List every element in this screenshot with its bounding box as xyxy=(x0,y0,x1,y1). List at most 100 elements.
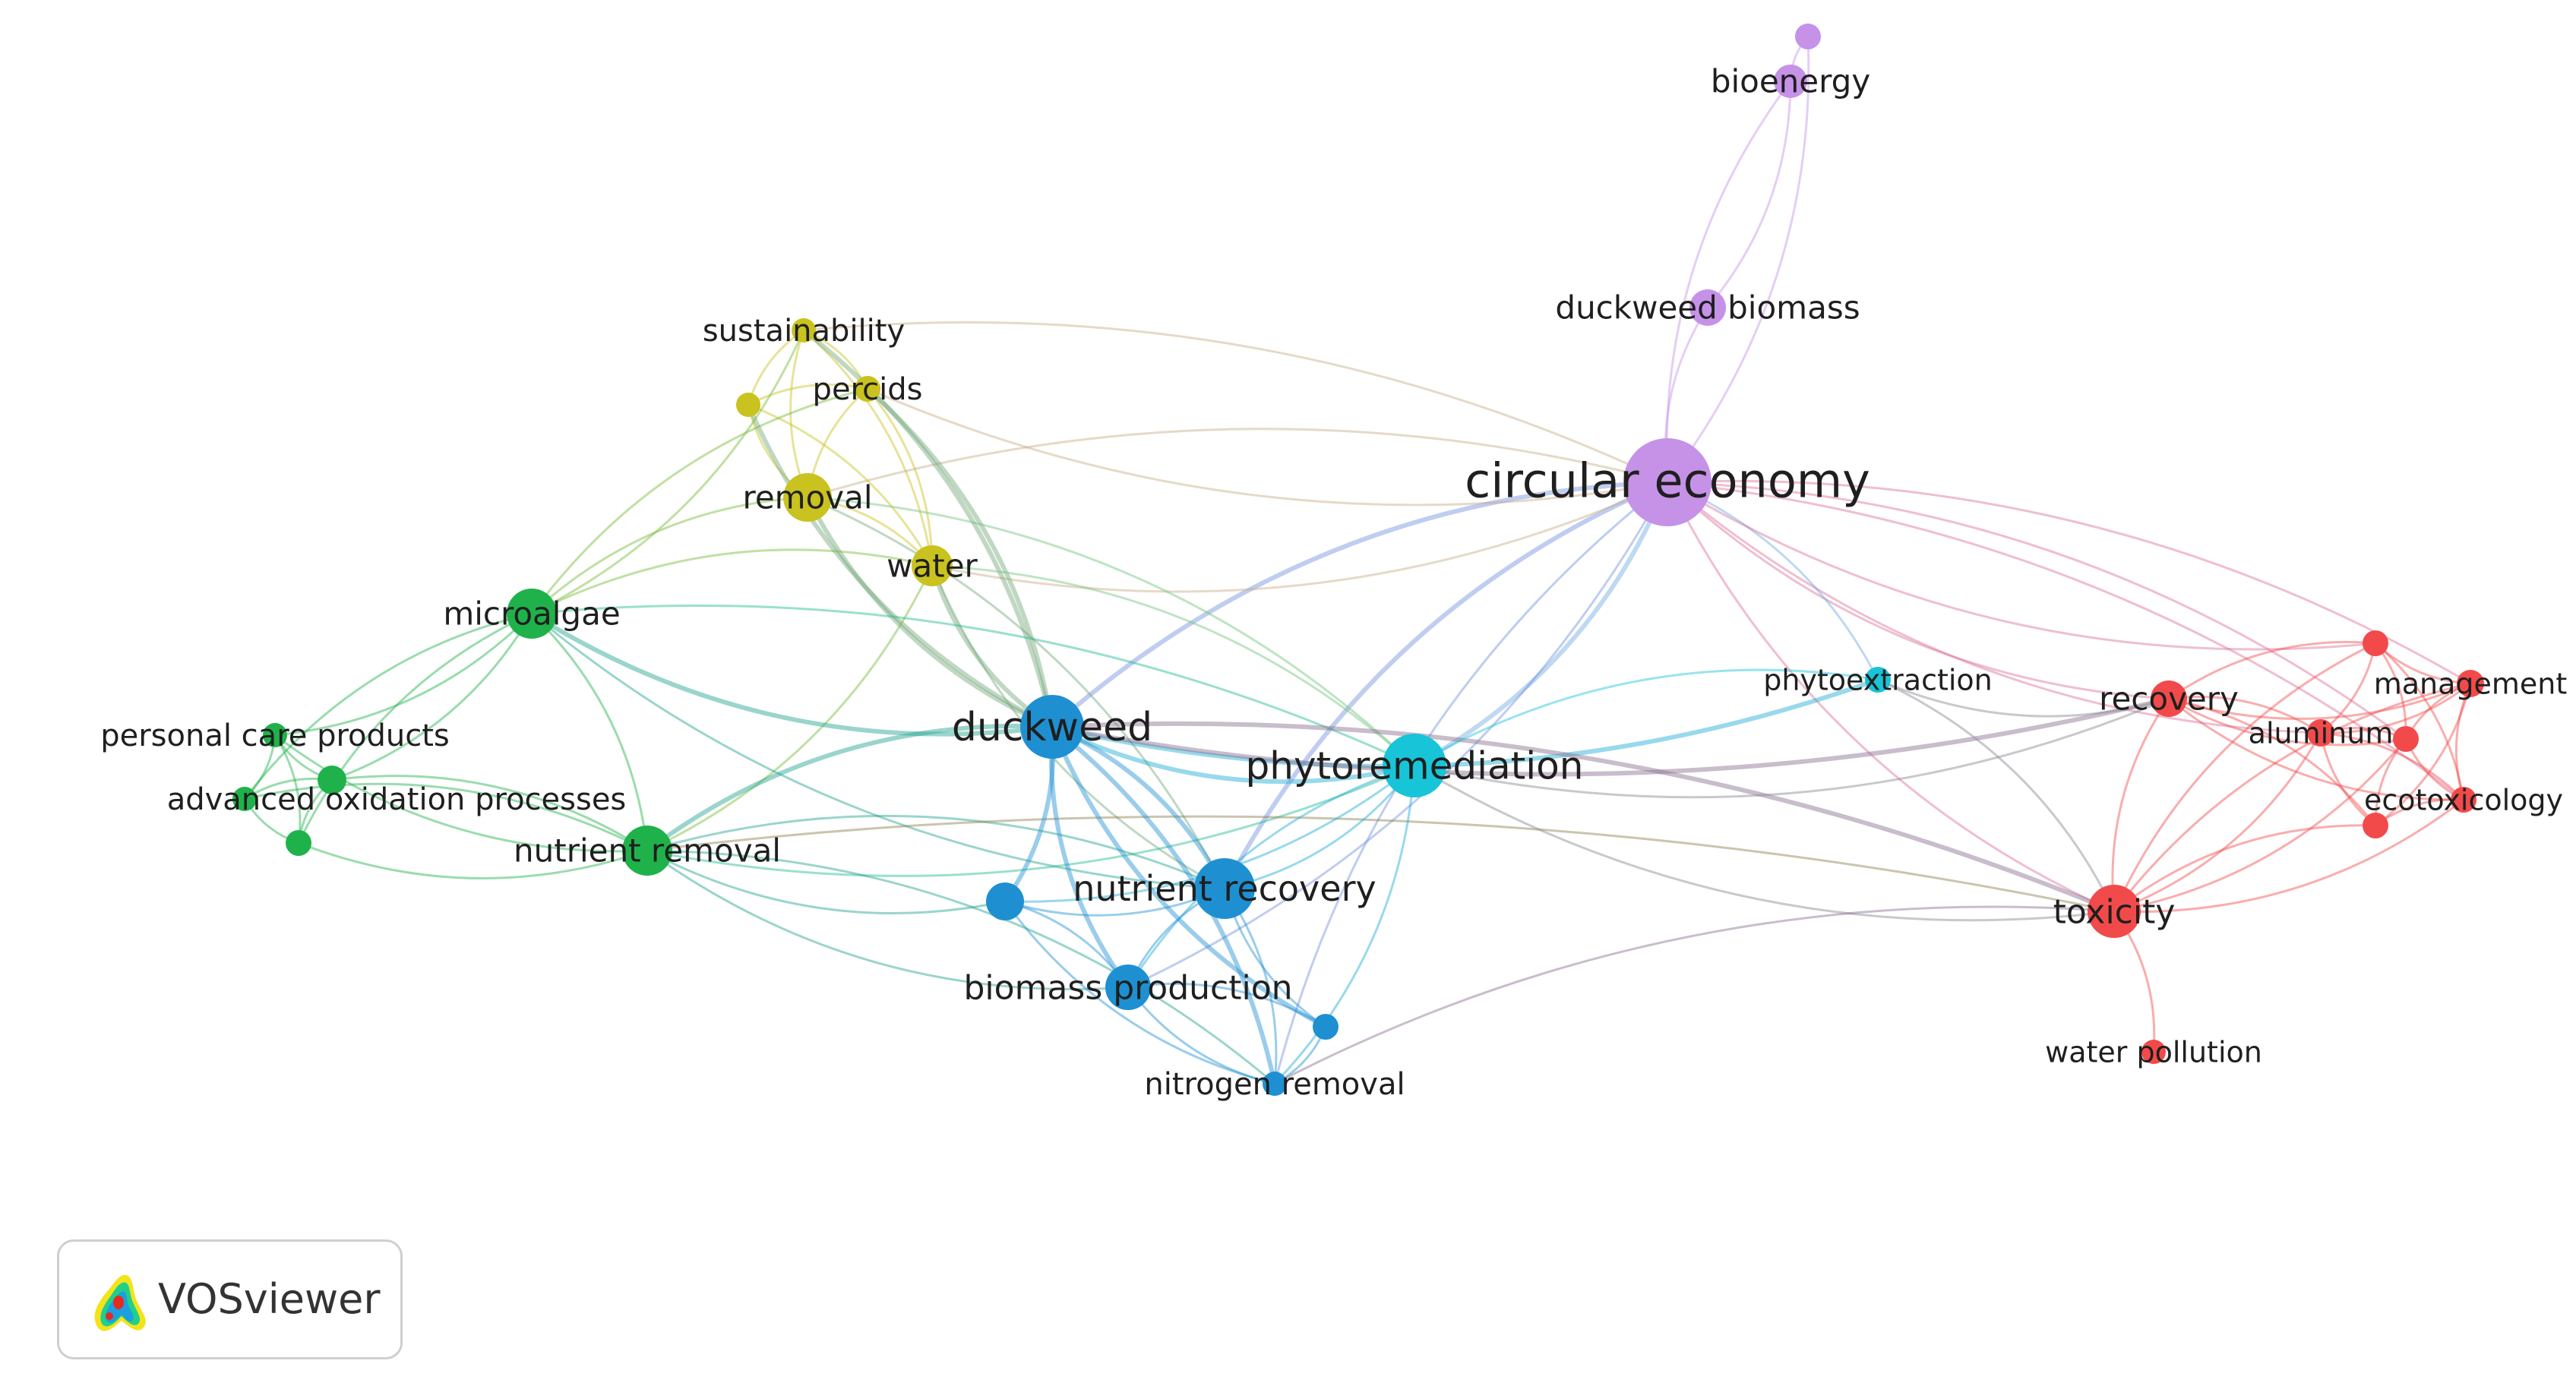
node-ecotoxicology[interactable] xyxy=(2451,787,2476,813)
edge-microalgae-nutrient_recovery xyxy=(531,612,1225,890)
badge-label: VOSviewer xyxy=(158,1275,381,1323)
edge-circular_economy-bioenergy xyxy=(1665,81,1792,483)
edge-duckweed_biomass-bioenergy xyxy=(1706,81,1792,308)
edge-nutrient_removal-duckweed xyxy=(646,723,1053,853)
node-duckweed-biomass[interactable] xyxy=(1689,289,1726,326)
label-personal-care[interactable]: personal care products xyxy=(100,718,450,753)
edge-aluminum-toxicity xyxy=(2113,732,2322,913)
edge-microalgae-aop xyxy=(243,612,533,800)
edge-management-ecotoxicology xyxy=(2454,683,2472,800)
label-biomass-production[interactable]: biomass production xyxy=(964,968,1293,1007)
node-water-pollution[interactable] xyxy=(2141,1040,2166,1064)
node-yellow-small[interactable] xyxy=(736,393,760,417)
node-removal[interactable] xyxy=(783,473,832,522)
node-duckweed[interactable] xyxy=(1020,695,1084,759)
edge-management-toxicity xyxy=(2113,682,2471,912)
node-circular-economy[interactable] xyxy=(1623,438,1712,526)
edge-circular_economy-management xyxy=(1667,479,2471,685)
node-nutrient-removal[interactable] xyxy=(622,826,672,876)
label-toxicity[interactable]: toxicity xyxy=(2053,892,2176,931)
node-water[interactable] xyxy=(912,545,953,586)
edge-green_a-nutrient_removal xyxy=(331,775,648,852)
edge-percids-water xyxy=(866,388,934,567)
label-removal[interactable]: removal xyxy=(742,479,872,516)
node-bioenergy[interactable] xyxy=(1774,65,1807,98)
vosviewer-logo-icon xyxy=(94,1274,146,1331)
edge-duckweed-biomass_production xyxy=(1048,726,1130,989)
edge-water-nutrient_removal xyxy=(646,565,934,852)
edge-microalgae-green_a xyxy=(331,613,533,781)
edge-removal-microalgae xyxy=(530,496,808,615)
label-phytoremediation[interactable]: phytoremediation xyxy=(1246,744,1584,788)
edge-ecotoxicology-toxicity xyxy=(2113,798,2464,913)
node-nitrogen-removal[interactable] xyxy=(1263,1072,1287,1096)
label-duckweed-biomass[interactable]: duckweed biomass xyxy=(1555,289,1860,327)
node-toxicity[interactable] xyxy=(2088,885,2141,938)
edge-circular_economy-water xyxy=(931,481,1668,593)
label-nutrient-removal[interactable]: nutrient removal xyxy=(514,832,781,870)
edge-microalgae-nutrient_removal xyxy=(530,612,649,851)
edge-circular_economy-duckweed xyxy=(1051,480,1668,729)
node-layer xyxy=(232,24,2484,1096)
label-recovery[interactable]: recovery xyxy=(2099,680,2239,718)
node-phytoextraction[interactable] xyxy=(1865,667,1891,693)
node-microalgae[interactable] xyxy=(507,589,557,639)
edge-recovery-red_b xyxy=(2168,697,2407,747)
node-nutrient-recovery[interactable] xyxy=(1194,858,1255,919)
node-percids[interactable] xyxy=(855,376,880,402)
edge-nutrient_removal-toxicity xyxy=(646,815,2115,913)
label-aluminum[interactable]: aluminum xyxy=(2249,716,2394,750)
label-bioenergy[interactable]: bioenergy xyxy=(1711,63,1870,100)
edge-removal-phytoremediation xyxy=(807,496,1416,767)
label-management[interactable]: management xyxy=(2374,667,2568,700)
label-phytoextraction[interactable]: phytoextraction xyxy=(1763,663,1993,696)
label-nutrient-recovery[interactable]: nutrient recovery xyxy=(1073,868,1376,909)
edge-phytoextraction-recovery xyxy=(1877,678,2170,718)
edge-ecotoxicology-red_a xyxy=(2375,642,2465,800)
edge-circular_economy-bio_top xyxy=(1666,36,1810,483)
node-bio-top[interactable] xyxy=(1795,24,1821,49)
edge-green_b-nutrient_removal xyxy=(298,841,648,879)
edge-personal_care-green_b xyxy=(273,734,302,844)
edge-sustainability-water xyxy=(803,329,934,567)
node-sustainability[interactable] xyxy=(792,318,816,343)
node-red-b[interactable] xyxy=(2393,726,2419,752)
label-circular-economy[interactable]: circular economy xyxy=(1465,453,1870,509)
node-aop[interactable] xyxy=(232,787,257,811)
edge-circular_economy-recovery xyxy=(1666,481,2170,700)
label-water-pollution[interactable]: water pollution xyxy=(2045,1035,2262,1069)
edge-circular_economy-nutrient_recovery xyxy=(1222,480,1669,890)
node-management[interactable] xyxy=(2457,670,2484,697)
edge-nitrogen_removal-toxicity xyxy=(1274,905,2115,1085)
edge-duckweed-blue_small2 xyxy=(1050,725,1327,1029)
node-blue-small1[interactable] xyxy=(986,882,1024,920)
label-duckweed[interactable]: duckweed xyxy=(952,705,1152,750)
node-personal-care[interactable] xyxy=(263,723,287,747)
label-nitrogen-removal[interactable]: nitrogen removal xyxy=(1144,1067,1405,1102)
edge-water-phytoremediation xyxy=(931,564,1416,767)
node-recovery[interactable] xyxy=(2151,680,2187,717)
node-biomass-production[interactable] xyxy=(1105,965,1151,1010)
label-aop[interactable]: advanced oxidation processes xyxy=(167,782,627,817)
node-green-a[interactable] xyxy=(318,766,346,794)
label-ecotoxicology[interactable]: ecotoxicology xyxy=(2364,783,2563,816)
label-water[interactable]: water xyxy=(887,548,978,585)
edge-recovery-aluminum xyxy=(2168,695,2322,734)
node-red-c[interactable] xyxy=(2363,813,2388,838)
edge-recovery-management xyxy=(2168,682,2471,720)
label-percids[interactable]: percids xyxy=(813,372,923,407)
edge-phytoremediation-biomass_production xyxy=(1127,764,1415,988)
node-aluminum[interactable] xyxy=(2307,719,2334,747)
node-blue-small2[interactable] xyxy=(1313,1014,1339,1040)
edge-phytoremediation-phytoextraction xyxy=(1414,668,1879,767)
edge-biomass_production-blue_small2 xyxy=(1127,982,1326,1028)
node-phytoremediation[interactable] xyxy=(1383,734,1446,797)
edge-phytoextraction-toxicity xyxy=(1877,678,2116,912)
label-microalgae[interactable]: microalgae xyxy=(443,595,620,633)
edge-biomass_production-nitrogen_removal xyxy=(1127,987,1275,1085)
edge-microalgae-duckweed xyxy=(530,611,1053,737)
label-sustainability[interactable]: sustainability xyxy=(703,314,905,349)
node-red-a[interactable] xyxy=(2363,630,2388,656)
edge-yellow_small-water xyxy=(748,403,934,567)
node-green-b[interactable] xyxy=(286,830,311,856)
